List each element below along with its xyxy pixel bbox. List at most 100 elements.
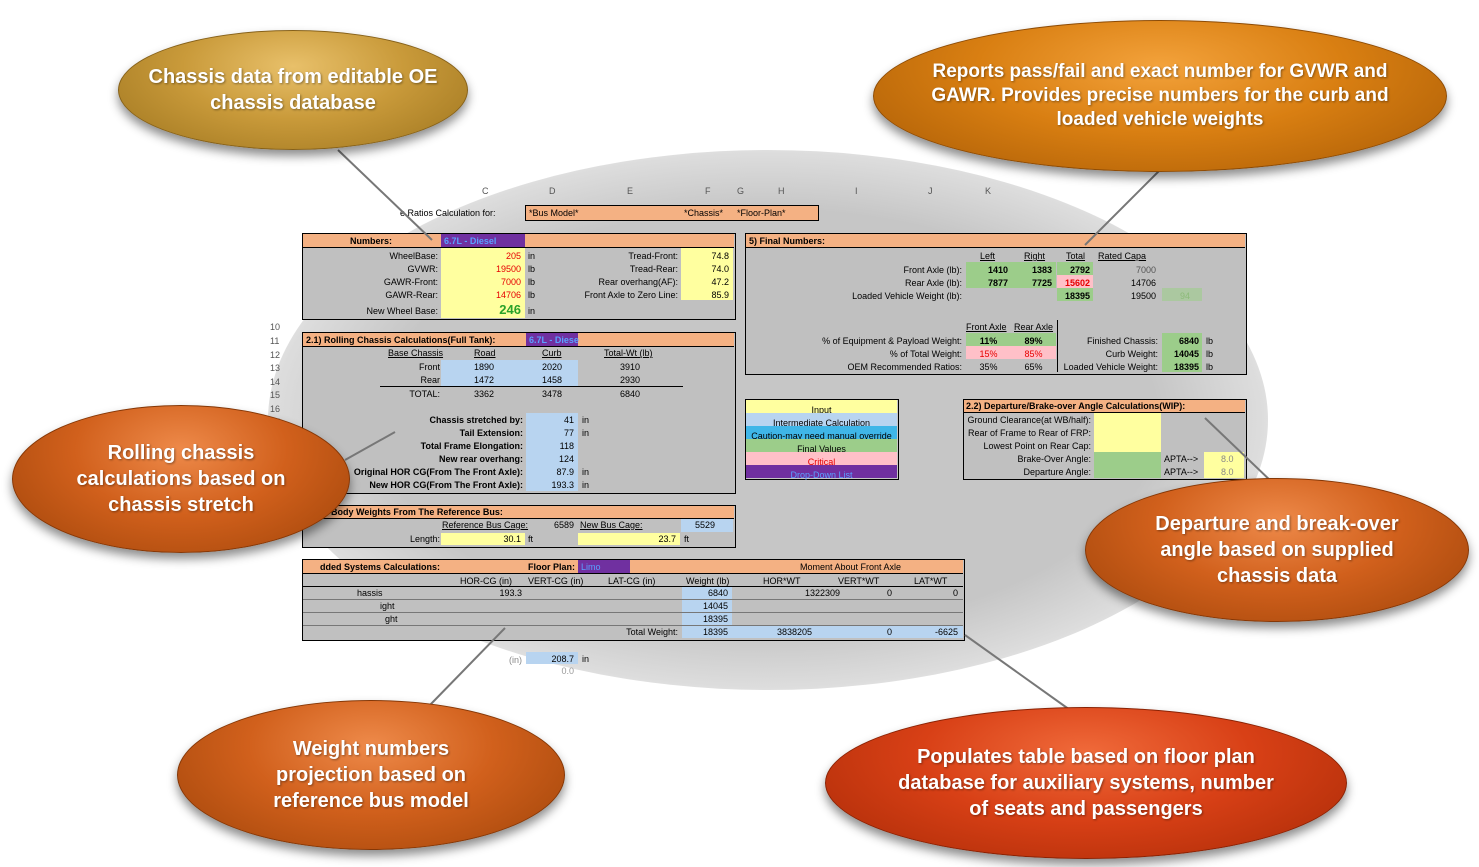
- title-bar: [525, 205, 819, 221]
- gawr-rear-value[interactable]: 14706: [495, 290, 521, 300]
- lvw-rated: 19500: [1130, 291, 1156, 301]
- length-ref-value[interactable]: 30.1: [503, 534, 521, 544]
- rear-overhang-value[interactable]: 47.2: [711, 277, 729, 287]
- apta-cells: [1204, 452, 1244, 478]
- lvw-total: 18395: [1064, 291, 1090, 301]
- length-ref-unit: ft: [528, 534, 534, 544]
- lat-cg-header: LAT-CG (in): [608, 576, 656, 586]
- callout-chassis-database: Chassis data from editable OE chassis da…: [118, 30, 468, 150]
- col-header-d: D: [549, 186, 556, 196]
- col-header-c: C: [482, 186, 489, 196]
- extra-cell: [526, 652, 578, 664]
- new-bus-cage-cell: [681, 519, 733, 532]
- tail-ext-value: 77: [563, 428, 574, 438]
- total-total: 6840: [619, 389, 641, 399]
- lvw-label: Loaded Vehicle Weight (lb):: [852, 291, 962, 301]
- row-chassis-latwt: 0: [952, 588, 958, 598]
- rear-axle-left: 7877: [987, 278, 1008, 288]
- added-header-line: [303, 586, 963, 587]
- col-header-e: E: [627, 186, 634, 196]
- lvw-extra: 94: [1180, 291, 1191, 301]
- total-divider: [380, 386, 683, 387]
- wheelbase-unit: in: [528, 251, 536, 261]
- row-line: [303, 612, 963, 613]
- front-axle-label: Front Axle (lb):: [903, 265, 962, 275]
- floor-plan-value: Limo: [581, 562, 601, 572]
- rolling-engine-dropdown[interactable]: [526, 333, 578, 346]
- rated-header: Rated Capa: [1098, 251, 1147, 261]
- row-chassis-hor: 193.3: [499, 588, 522, 598]
- engine-dropdown[interactable]: [441, 234, 525, 247]
- rolling-chassis-header: [303, 333, 734, 347]
- rear-row-label: Rear: [420, 375, 440, 385]
- legend-dropdown: Drop-Down List: [746, 465, 897, 480]
- front-road: 1890: [473, 362, 495, 372]
- pct-final-cells: [966, 333, 1056, 346]
- front-row-label: Front: [418, 362, 440, 372]
- front-total: 3910: [619, 362, 641, 372]
- rear-frame-label: Rear of Frame to Rear of FRP:: [967, 428, 1091, 438]
- final-numbers-title: 5) Final Numbers:: [749, 236, 826, 246]
- orig-hor-cg-value: 87.9: [556, 467, 574, 477]
- front-axle-zero-value[interactable]: 85.9: [711, 290, 729, 300]
- pct-total-rear: 85%: [1024, 349, 1043, 359]
- tread-front-value[interactable]: 74.8: [711, 251, 729, 261]
- col-header-i: I: [855, 186, 858, 196]
- calc-title: e Ratios Calculation for:: [400, 208, 496, 218]
- total-row-label: TOTAL:: [409, 389, 440, 399]
- final-numbers-header: [746, 234, 1245, 248]
- apta-value-2: 8.0: [1221, 467, 1234, 477]
- added-systems-title: dded Systems Calculations:: [320, 562, 441, 572]
- weight-header: Weight (lb): [686, 576, 730, 586]
- orig-hor-cg-unit: in: [582, 467, 590, 477]
- wheelbase-value[interactable]: 205: [505, 251, 521, 261]
- rear-road: 1472: [473, 375, 495, 385]
- new-bus-cage-label: New Bus Cage:: [580, 520, 643, 530]
- lvw-extra-cell: [1162, 288, 1202, 301]
- brake-over-label: Brake-Over Angle:: [1017, 454, 1091, 464]
- front-axle-total: 2792: [1069, 265, 1090, 275]
- row-line: [303, 625, 963, 626]
- chassis-select[interactable]: *Chassis*: [684, 208, 724, 218]
- gawr-front-value[interactable]: 7000: [500, 277, 521, 287]
- total-vertwt: 0: [886, 627, 892, 637]
- row-loaded-weight: 18395: [702, 614, 728, 624]
- new-bus-cage-value: 5529: [694, 520, 715, 530]
- curb-weight-label: Curb Weight:: [1105, 349, 1158, 359]
- orig-hor-cg-label: Original HOR CG(From The Front Axle):: [353, 467, 523, 477]
- curb-header: Curb: [542, 348, 562, 358]
- gawr-front-label: GAWR-Front:: [383, 277, 438, 287]
- chassis-input-cells: [441, 248, 525, 318]
- tread-rear-value[interactable]: 74.0: [711, 264, 729, 274]
- ground-clearance-label: Ground Clearance(at WB/half):: [967, 415, 1091, 425]
- finished-chassis-value: 6840: [1178, 336, 1199, 346]
- col-header-j: J: [928, 186, 933, 196]
- new-wheelbase-unit: in: [528, 306, 536, 316]
- tread-rear-label: Tread-Rear:: [629, 264, 678, 274]
- extra-value-2: 0.0: [561, 666, 574, 676]
- lowest-point-label: Lowest Point on Rear Cap:: [983, 441, 1091, 451]
- total-weight-value: 18395: [702, 627, 728, 637]
- row-chassis-horwt: 1322309: [804, 588, 840, 598]
- gvwr-value[interactable]: 19500: [495, 264, 521, 274]
- angle-input-cells: [1094, 413, 1161, 452]
- floor-plan-label: Floor Plan:: [528, 562, 575, 572]
- floor-plan-dropdown[interactable]: [578, 560, 630, 573]
- bus-model-select[interactable]: *Bus Model*: [529, 208, 579, 218]
- angle-header: [964, 400, 1245, 413]
- gvwr-unit: lb: [528, 264, 536, 274]
- rear-axle-rated: 14706: [1130, 278, 1156, 288]
- stretch-unit: in: [582, 415, 590, 425]
- new-hor-cg-value: 193.3: [551, 480, 574, 490]
- tread-front-label: Tread-Front:: [628, 251, 678, 261]
- rolling-chassis-panel: [302, 332, 736, 494]
- length-new-value[interactable]: 23.7: [658, 534, 676, 544]
- callout-rolling-chassis: Rolling chassis calculations based on ch…: [12, 405, 350, 553]
- ref-bus-cage-label: Reference Bus Cage:: [442, 520, 529, 530]
- row-loaded-label: ght: [385, 614, 398, 624]
- row-chassis-label: hassis: [357, 588, 383, 598]
- floorplan-select[interactable]: *Floor-Plan*: [737, 208, 786, 218]
- new-wheelbase-label: New Wheel Base:: [366, 306, 438, 316]
